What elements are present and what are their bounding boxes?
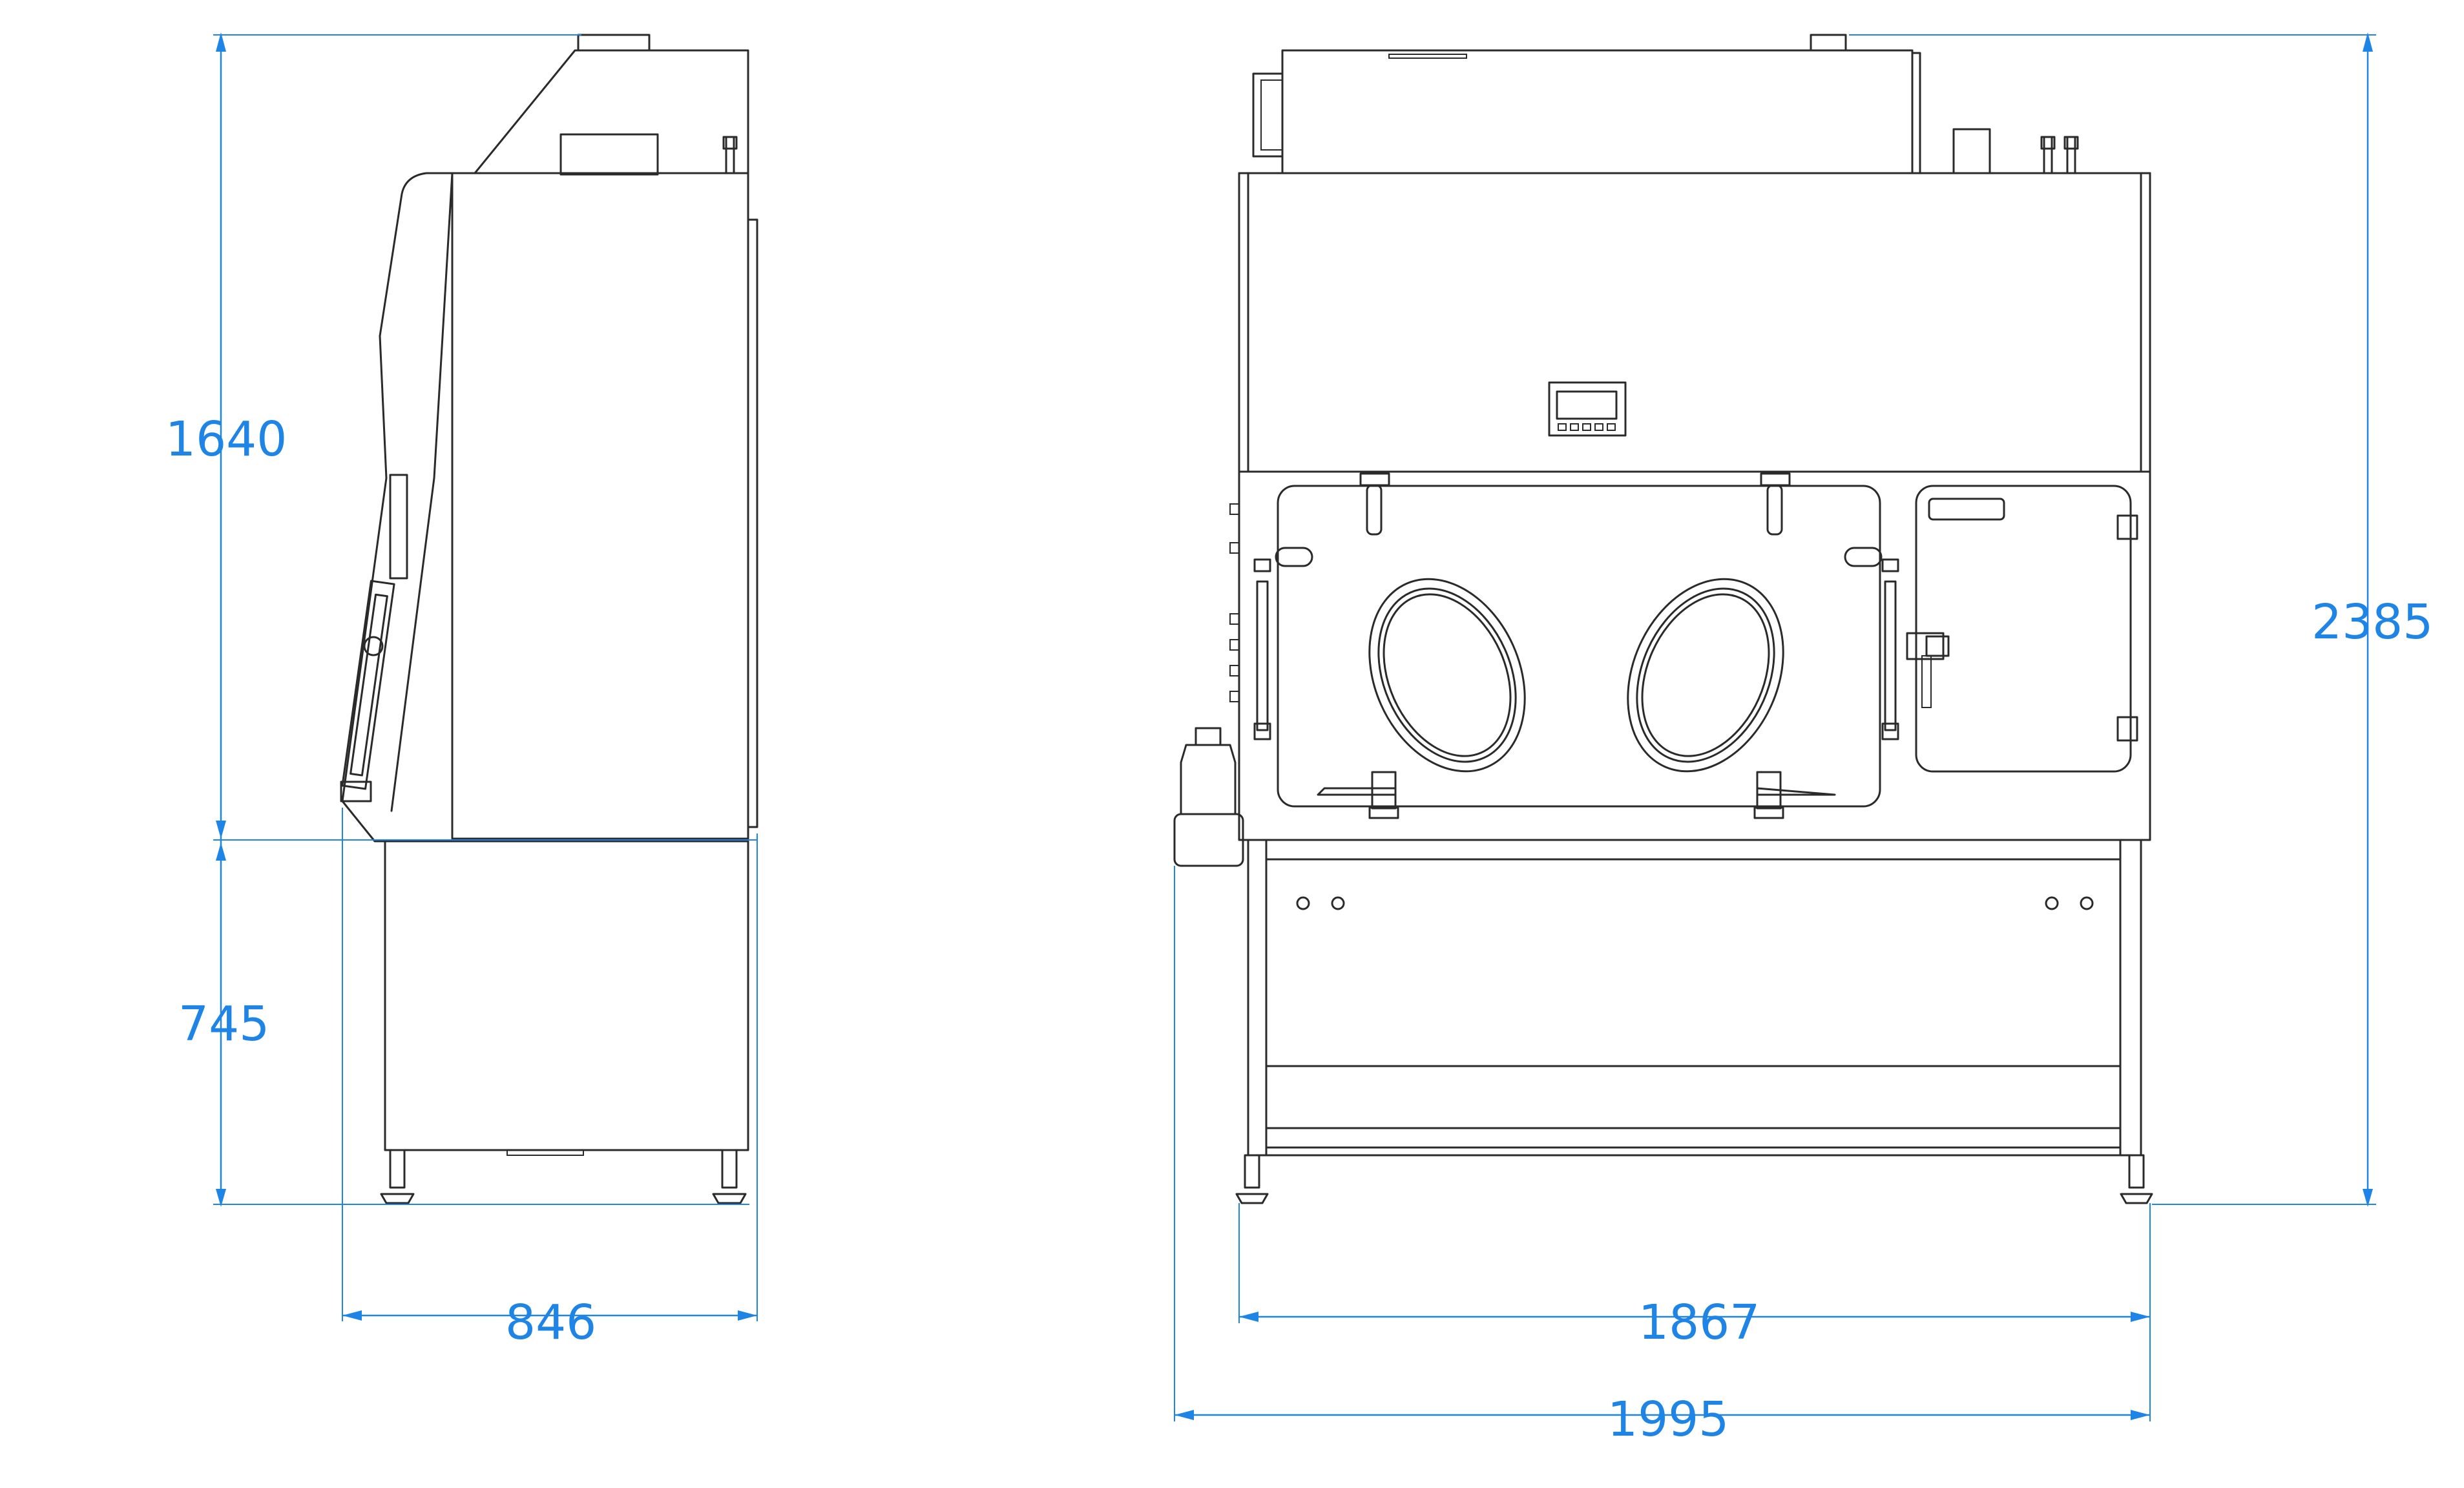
front-side-handle-left-tab <box>1275 547 1313 567</box>
front-hinge-right <box>1884 580 1897 731</box>
front-passbox-hinge-top <box>2116 514 2138 540</box>
front-passbox-label <box>1928 498 2005 521</box>
side-valve <box>725 136 735 174</box>
front-clamp-bottom-right-base <box>1753 806 1784 819</box>
front-left-duct <box>1252 72 1284 158</box>
side-top-housing <box>474 49 749 174</box>
dim-front-total-height: 2385 <box>2312 594 2433 650</box>
front-top-housing-stripe <box>1388 54 1467 59</box>
front-top-vent <box>1810 34 1847 52</box>
front-hinge-left-top <box>1253 558 1271 572</box>
front-glove-port-right <box>1627 578 1784 773</box>
side-back-strip <box>747 218 758 828</box>
front-leg-right <box>2128 1154 2145 1189</box>
front-valve-1 <box>2043 136 2053 174</box>
front-passbox-door <box>1915 485 2132 773</box>
front-foot-left <box>1235 1193 1269 1204</box>
side-foot-right <box>712 1193 747 1204</box>
dim-side-upper-height: 1640 <box>165 412 287 467</box>
front-clamp-bottom-right <box>1756 787 1836 796</box>
front-passbox-latch-rod <box>1921 655 1932 708</box>
front-leg-left <box>1244 1154 1260 1189</box>
front-clamp-top-right-arm <box>1766 484 1783 536</box>
bottle-icon <box>1173 727 1244 867</box>
side-glove-frame-inner <box>350 593 388 777</box>
front-base-hole-4 <box>2080 896 2094 910</box>
front-clamp-bottom-left <box>1317 787 1397 796</box>
front-control-key-1 <box>1558 423 1567 431</box>
front-hinge-right-bottom <box>1881 722 1899 740</box>
front-base-stand <box>1247 839 2142 1157</box>
front-valve-1-cap <box>2040 136 2056 150</box>
side-leg-left <box>389 1149 406 1189</box>
front-clamp-top-right <box>1760 472 1791 487</box>
front-passbox-hinge-bottom <box>2116 716 2138 742</box>
front-main-window <box>1277 485 1881 808</box>
front-valve-2-cap <box>2063 136 2079 150</box>
front-base-hole-2 <box>1331 896 1345 910</box>
front-left-fitting-5 <box>1229 665 1240 676</box>
front-side-handle-right-tab <box>1844 547 1883 567</box>
front-left-duct-inner <box>1260 79 1283 151</box>
side-lower-latch <box>340 781 372 802</box>
side-base-stand <box>384 840 749 1151</box>
dimension-lines <box>213 32 2376 1421</box>
side-top-vent <box>577 34 651 52</box>
front-passbox-latch-handle <box>1925 635 1950 657</box>
side-front-window-inner <box>390 172 454 812</box>
front-valve-2 <box>2066 136 2076 174</box>
front-base-shelf <box>1265 1127 2122 1149</box>
dim-side-lower-height: 745 <box>178 996 269 1052</box>
front-passbox-latch <box>1906 632 1945 660</box>
front-left-fitting-2 <box>1229 542 1240 554</box>
front-top-housing-right-edge <box>1911 52 1921 174</box>
front-left-fitting-6 <box>1229 691 1240 702</box>
side-top-block <box>559 133 659 176</box>
front-control-key-2 <box>1570 423 1579 431</box>
front-clamp-top-left <box>1359 472 1390 487</box>
front-vent-stack <box>1952 128 1991 174</box>
front-control-panel <box>1548 381 1627 437</box>
front-cabinet-right-strip <box>2140 172 2151 473</box>
side-hinge-knob <box>363 636 384 656</box>
dim-side-depth: 846 <box>505 1295 596 1350</box>
front-base-upper-panel <box>1265 858 2122 1067</box>
front-view <box>1173 34 2153 1204</box>
front-foot-right <box>2120 1193 2153 1204</box>
front-base-lower-panel <box>1265 1065 2122 1129</box>
side-glove-frame <box>341 580 395 790</box>
front-glove-port-left <box>1368 578 1526 773</box>
front-hinge-left <box>1256 580 1269 731</box>
front-control-key-4 <box>1594 423 1603 431</box>
dim-front-body-width: 1867 <box>1638 1295 1760 1350</box>
front-left-fitting-4 <box>1229 639 1240 651</box>
side-front-window <box>341 172 454 843</box>
front-hinge-right-top <box>1881 558 1899 572</box>
dim-front-total-width: 1995 <box>1607 1392 1729 1447</box>
side-view <box>340 34 758 1204</box>
front-top-housing <box>1281 49 1914 174</box>
side-foot-left <box>380 1193 415 1204</box>
front-base-hole-3 <box>2045 896 2059 910</box>
front-clamp-top-left-arm <box>1366 484 1383 536</box>
front-clamp-bottom-left-block <box>1371 771 1397 810</box>
side-base-slot <box>506 1149 584 1156</box>
side-cabinet <box>451 172 749 840</box>
front-left-fitting-3 <box>1229 613 1240 625</box>
front-control-key-5 <box>1607 423 1616 431</box>
front-cabinet-left-strip <box>1238 172 1249 473</box>
side-leg-right <box>721 1149 738 1189</box>
front-cabinet <box>1238 172 2151 841</box>
side-door-handle <box>389 474 408 580</box>
front-clamp-bottom-left-base <box>1368 806 1399 819</box>
front-control-display <box>1556 390 1618 420</box>
front-left-fitting-1 <box>1229 503 1240 515</box>
front-control-key-3 <box>1582 423 1591 431</box>
front-base-hole-1 <box>1296 896 1310 910</box>
side-valve-cap <box>722 136 738 150</box>
front-hinge-left-bottom <box>1253 722 1271 740</box>
